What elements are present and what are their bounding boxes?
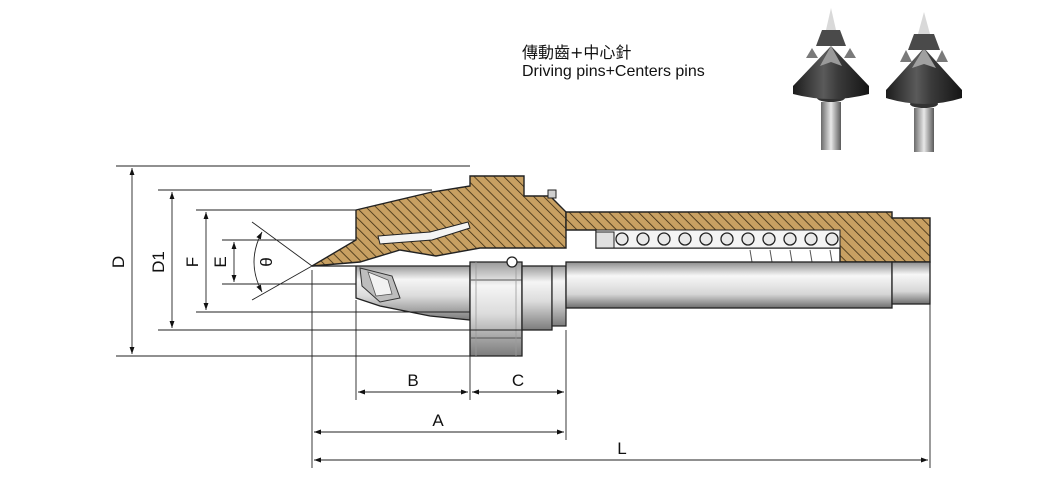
dim-label-e: E <box>211 256 230 267</box>
cross-section <box>311 175 931 267</box>
caption-chinese: 傳動齒+中心針 <box>522 43 632 62</box>
dim-label-theta: θ <box>257 257 276 266</box>
dim-label-a: A <box>432 411 444 430</box>
dim-label-l: L <box>617 439 626 458</box>
dim-label-f: F <box>183 257 202 267</box>
dimension-lines <box>116 165 931 468</box>
dim-label-d: D <box>109 256 128 268</box>
dim-label-c: C <box>512 371 524 390</box>
dim-label-b: B <box>407 371 418 390</box>
dim-label-d1: D1 <box>149 251 168 273</box>
product-photo-left <box>793 8 869 150</box>
caption-english: Driving pins+Centers pins <box>522 63 705 80</box>
spring <box>615 232 839 263</box>
exterior-lower <box>312 256 931 357</box>
product-photo-right <box>886 12 962 152</box>
